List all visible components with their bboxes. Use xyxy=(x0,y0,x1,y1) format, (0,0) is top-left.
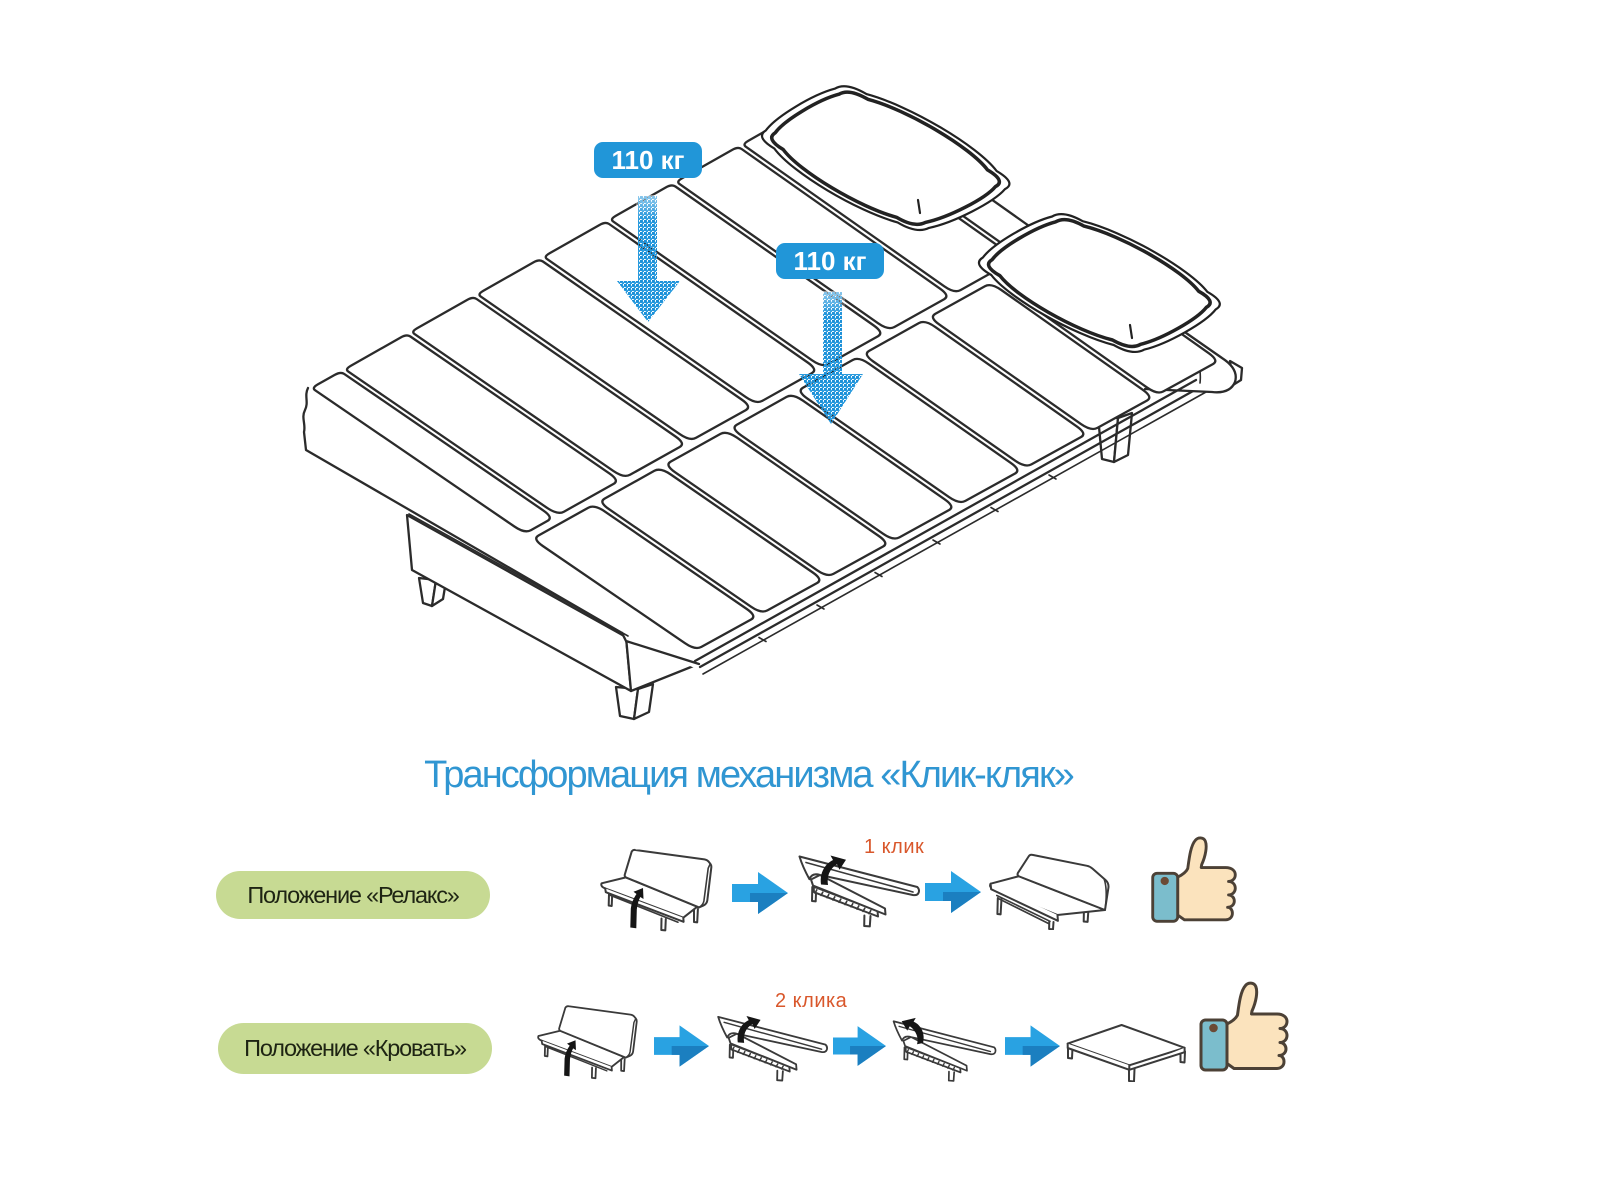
svg-text:110 кг: 110 кг xyxy=(611,145,684,175)
svg-text:110 кг: 110 кг xyxy=(793,246,866,276)
